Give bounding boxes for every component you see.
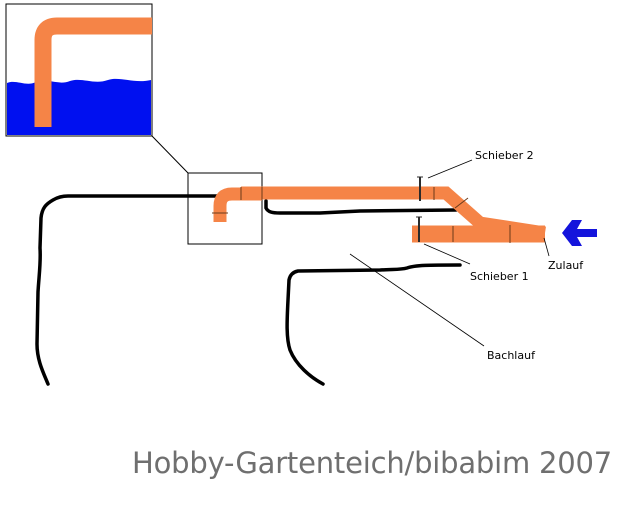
stream-bank-middle [264, 199, 458, 215]
valve-1 [416, 216, 422, 242]
valve-1-leader [423, 243, 471, 265]
pipe-system [212, 176, 546, 243]
zoom-marker-box [187, 172, 263, 245]
inset-pipe [34, 17, 152, 127]
valve-2 [417, 176, 423, 201]
pipe-outlet-bend [213, 187, 262, 222]
stream-bank-right [285, 263, 462, 386]
valve-2-label: Schieber 2 [475, 149, 534, 162]
stream-bank-left [35, 194, 242, 386]
valve-2-leader [427, 159, 473, 179]
stream-label: Bachlauf [487, 349, 536, 362]
inlet-leader [543, 237, 550, 257]
inset-callout-line [151, 135, 189, 174]
valve-1-label: Schieber 1 [470, 270, 529, 283]
stream-leader [349, 253, 485, 347]
inset-detail [5, 3, 153, 137]
inset-water [7, 78, 151, 135]
pipe-joint [454, 197, 469, 209]
watermark-credit: Hobby-Gartenteich/bibabim 2007 [132, 446, 613, 480]
arrow-left-icon [562, 220, 597, 246]
inlet-label: Zulauf [548, 259, 584, 272]
